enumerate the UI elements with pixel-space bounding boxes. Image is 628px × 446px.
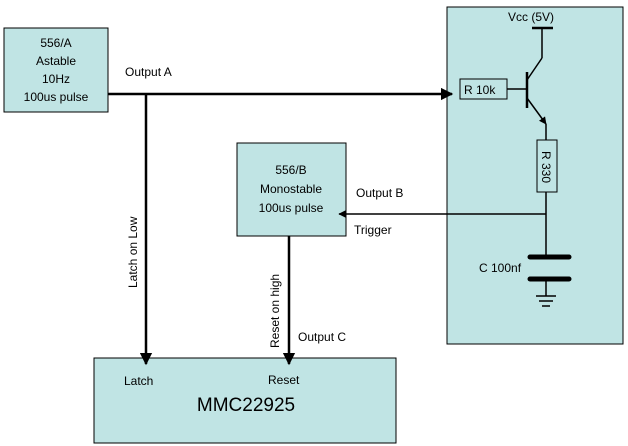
transistor-emitter	[526, 97, 547, 125]
r-330-resistor	[536, 139, 558, 193]
latch-on-low-label: Latch on Low	[126, 216, 140, 288]
output-b-label: Output B	[356, 186, 403, 200]
driver-panel	[446, 6, 624, 345]
monostable-line-2: Monostable	[260, 182, 322, 196]
astable-line-3: 10Hz	[42, 72, 70, 86]
transistor-collector	[526, 57, 543, 81]
astable-line-2: Astable	[36, 54, 76, 68]
mmc-title: MMC22925	[197, 395, 295, 416]
r-10k-label: R 10k	[464, 83, 496, 97]
reset-on-high-label: Reset on high	[268, 274, 282, 348]
output-c-label: Output C	[298, 330, 346, 344]
monostable-block	[236, 142, 347, 237]
capacitor-label: C 100nf	[479, 261, 522, 275]
vcc-label: Vcc (5V)	[508, 10, 554, 24]
monostable-line-1: 556/B	[275, 163, 306, 177]
mmc-latch-pin-label: Latch	[124, 374, 153, 388]
mmc-reset-pin-label: Reset	[268, 373, 300, 387]
monostable-line-3: 100us pulse	[259, 201, 324, 215]
r-330-label: R 330	[539, 151, 553, 183]
mmc-block	[93, 357, 397, 444]
trigger-label: Trigger	[354, 223, 392, 237]
astable-line-4: 100us pulse	[24, 90, 89, 104]
astable-block	[3, 27, 109, 113]
output-a-label: Output A	[125, 65, 172, 79]
astable-line-1: 556/A	[40, 36, 71, 50]
